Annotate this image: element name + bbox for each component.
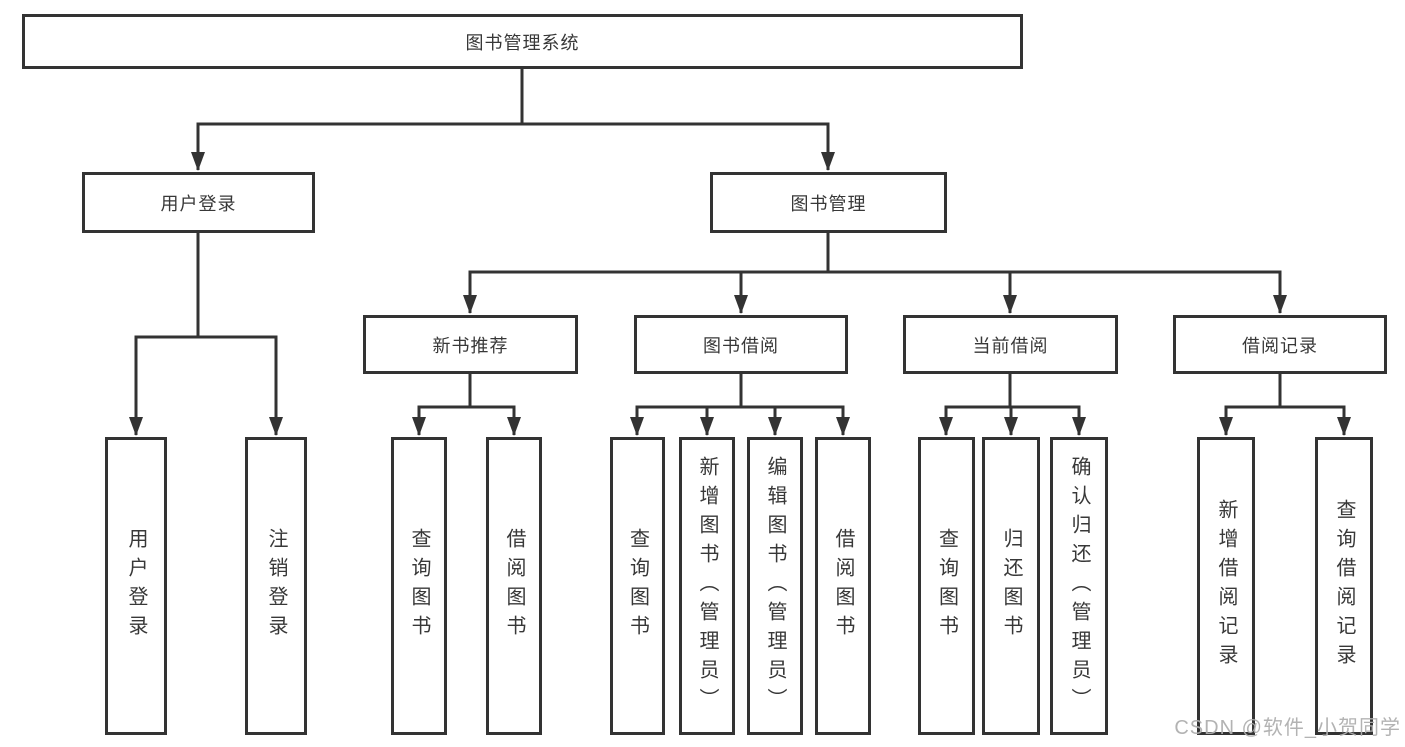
leaf-label: 查询图书: [935, 528, 958, 644]
leaf-label: 查询图书: [626, 528, 649, 644]
node-label: 借阅记录: [1242, 335, 1318, 356]
node-label: 用户登录: [160, 193, 237, 214]
leaf-label: 用户登录: [125, 528, 147, 644]
leaf-recommend-query-books: 查询图书: [391, 437, 447, 735]
node-label: 图书管理系统: [465, 32, 580, 53]
leaf-current-return-books: 归还图书: [982, 437, 1040, 735]
leaf-label: 注销登录: [265, 528, 287, 644]
leaf-borrowing-borrow-books: 借阅图书: [815, 437, 871, 735]
node-label: 图书管理: [790, 193, 867, 214]
leaf-borrowing-edit-books-admin: 编辑图书（管理员）: [747, 437, 803, 735]
leaf-label: 新增图书（管理员）: [696, 455, 718, 717]
leaf-recommend-borrow-books: 借阅图书: [486, 437, 542, 735]
leaf-current-confirm-return-admin: 确认归还（管理员）: [1050, 437, 1108, 735]
leaf-label: 借阅图书: [503, 528, 525, 644]
csdn-watermark: CSDN @软件_小贺同学: [1174, 717, 1401, 739]
leaf-label: 编辑图书（管理员）: [764, 455, 786, 717]
leaf-label: 新增借阅记录: [1215, 499, 1237, 673]
node-book-management: 图书管理: [710, 172, 947, 233]
leaf-borrowing-query-books: 查询图书: [610, 437, 665, 735]
node-root-library-system: 图书管理系统: [22, 14, 1023, 69]
leaf-label: 查询图书: [408, 528, 430, 644]
node-borrow-records: 借阅记录: [1173, 315, 1387, 374]
node-user-login: 用户登录: [82, 172, 315, 233]
leaf-label: 归还图书: [1000, 528, 1022, 644]
leaf-borrowing-add-books-admin: 新增图书（管理员）: [679, 437, 735, 735]
leaf-user-login: 用户登录: [105, 437, 167, 735]
node-label: 图书借阅: [703, 335, 779, 356]
node-current-borrowing: 当前借阅: [903, 315, 1118, 374]
node-book-borrowing: 图书借阅: [634, 315, 848, 374]
leaf-label: 确认归还（管理员）: [1068, 455, 1090, 717]
node-new-book-recommend: 新书推荐: [363, 315, 578, 374]
leaf-records-add-record: 新增借阅记录: [1197, 437, 1255, 735]
leaf-logout: 注销登录: [245, 437, 307, 735]
leaf-records-query-record: 查询借阅记录: [1315, 437, 1373, 735]
node-label: 当前借阅: [972, 335, 1049, 356]
node-label: 新书推荐: [432, 335, 509, 356]
leaf-label: 借阅图书: [832, 528, 854, 644]
leaf-label: 查询借阅记录: [1333, 499, 1355, 673]
leaf-current-query-books: 查询图书: [918, 437, 975, 735]
